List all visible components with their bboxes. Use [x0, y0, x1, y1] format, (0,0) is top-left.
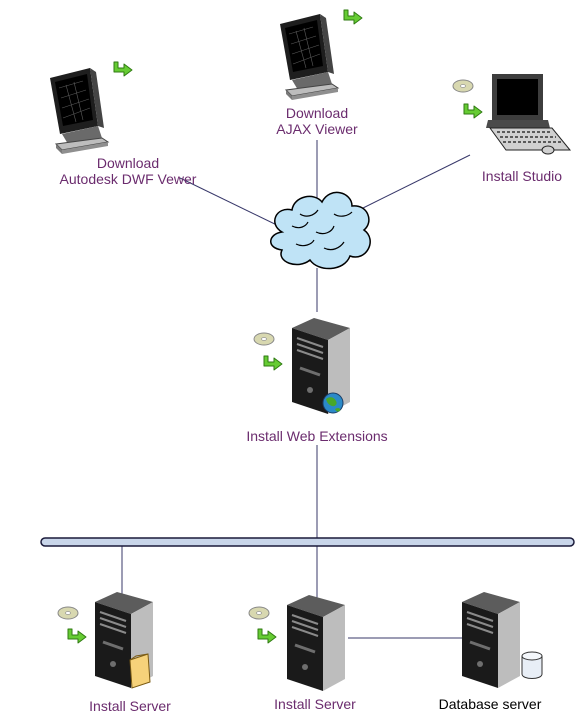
database-label: Database server	[438, 696, 542, 712]
install-arrow-icon	[463, 103, 483, 119]
install-arrow-icon	[67, 628, 87, 644]
install-arrow-icon	[257, 628, 277, 644]
tower-server-icon	[460, 590, 522, 690]
download-arrow-icon	[343, 9, 363, 25]
install-arrow-icon	[263, 355, 283, 371]
cd-disc-icon	[253, 332, 275, 346]
globe-icon	[322, 392, 344, 414]
ajax-viewer-label-line2: AJAX Viewer	[276, 121, 358, 137]
monitor-icon	[279, 13, 339, 101]
database-cylinder-icon	[521, 651, 543, 679]
desktop-computer-icon	[486, 74, 572, 155]
tower-server-icon	[285, 593, 347, 693]
link-dwf-to-cloud	[179, 177, 284, 229]
studio-node	[452, 74, 572, 155]
dwf-viewer-label-line2: Autodesk DWF Vewer	[59, 171, 197, 187]
dwf-viewer-label: Download Autodesk DWF Vewer	[38, 155, 218, 187]
network-backbone	[40, 537, 575, 547]
server-mid-node	[248, 593, 347, 693]
ajax-viewer-label-line1: Download	[285, 105, 349, 121]
cd-disc-icon	[248, 606, 270, 620]
server-left-label: Install Server	[89, 698, 171, 714]
server-left-node	[57, 590, 155, 690]
cd-disc-icon	[452, 79, 474, 93]
database-node	[460, 590, 543, 690]
studio-label: Install Studio	[481, 168, 563, 184]
server-mid-label: Install Server	[274, 696, 356, 712]
cloud-icon	[270, 191, 371, 270]
ajax-viewer-label: Download AJAX Viewer	[257, 105, 377, 137]
dwf-viewer-label-line1: Download	[96, 155, 160, 171]
link-studio-to-cloud	[354, 154, 471, 213]
ajax-viewer-node	[279, 9, 363, 101]
cd-disc-icon	[57, 606, 79, 620]
web-extensions-label: Install Web Extensions	[246, 428, 388, 444]
connectors	[121, 140, 471, 639]
monitor-icon	[49, 67, 109, 155]
download-arrow-icon	[113, 61, 133, 77]
folder-icon	[129, 653, 151, 689]
web-extensions-node	[253, 316, 352, 416]
dwf-viewer-node	[49, 61, 133, 155]
